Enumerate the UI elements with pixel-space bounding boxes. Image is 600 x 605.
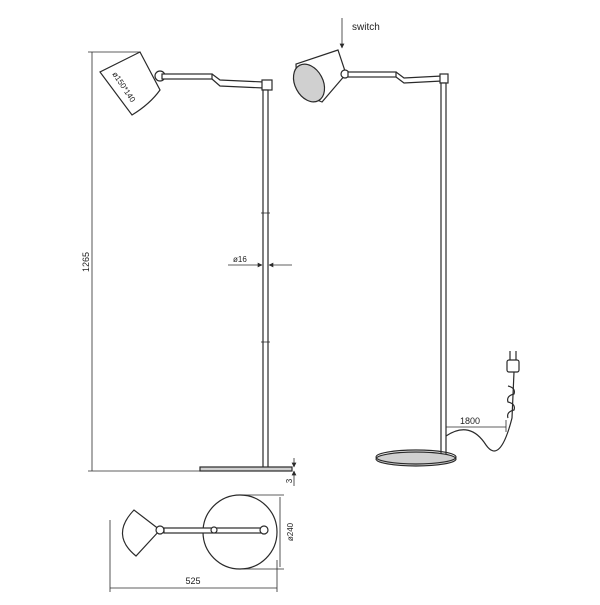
base-profile (199, 466, 293, 472)
pole-top (259, 525, 269, 535)
height-label: 1265 (81, 252, 91, 272)
arm-joint (210, 526, 218, 534)
shade-opening (292, 63, 326, 103)
perspective-view: switch 1800 (292, 18, 520, 467)
pole (440, 82, 447, 456)
plug-icon (506, 351, 520, 373)
arm-upper (347, 71, 397, 78)
cable-length-label: 1800 (460, 416, 480, 426)
total-width-label: 525 (185, 576, 200, 586)
arm-elbow (211, 73, 265, 83)
top-view: ø240 525 (109, 494, 295, 592)
shade-joint (155, 525, 165, 535)
pole-diameter-label: ø16 (233, 255, 247, 264)
arm-upper (161, 73, 213, 80)
arm-lower (395, 76, 443, 84)
arm-elbow (395, 71, 443, 79)
lamp-shade (99, 51, 161, 116)
base-diameter-label: ø240 (286, 522, 295, 541)
side-view-dimensioned: 1265 ø150*140 ø16 3 (81, 51, 297, 486)
switch-label: switch (352, 22, 380, 33)
power-cable (445, 371, 515, 452)
arm-lower (211, 78, 265, 89)
pole (262, 89, 269, 469)
cable-coil (507, 385, 515, 419)
lamp-shade-top (121, 509, 161, 557)
round-base-top (375, 449, 457, 465)
arm-pivot (439, 73, 449, 84)
arm-pivot (261, 79, 273, 91)
base-thickness-label: 3 (285, 478, 294, 483)
